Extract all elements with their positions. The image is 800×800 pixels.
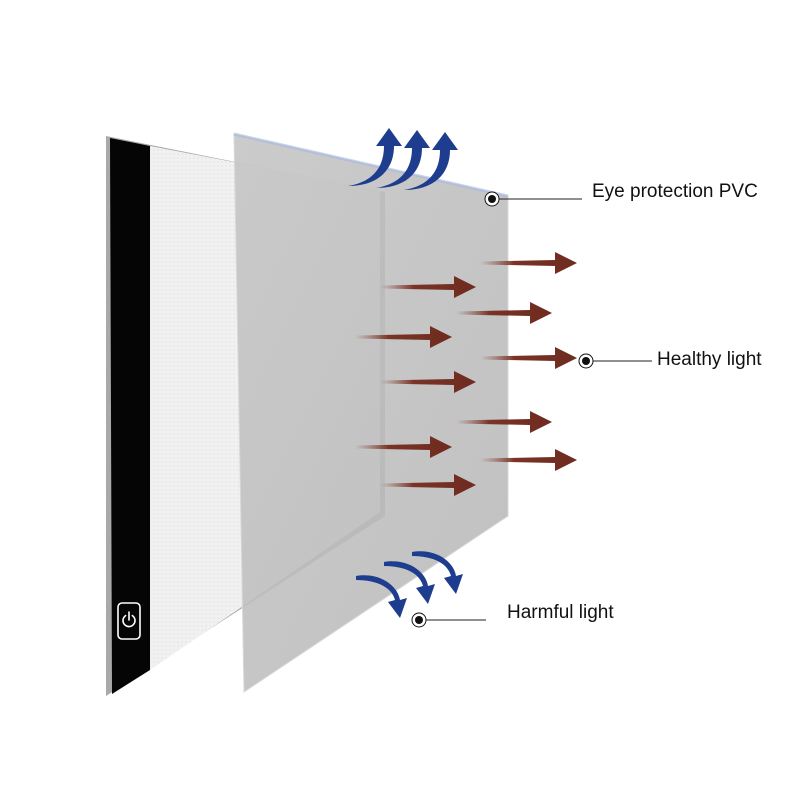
healthy-arrow xyxy=(380,474,476,496)
harmful-arrow xyxy=(348,128,402,186)
callout-pvc xyxy=(484,191,582,207)
label-healthy-light: Healthy light xyxy=(657,349,762,370)
harmful-light-arrows-bottom xyxy=(356,551,463,618)
callout-healthy xyxy=(578,353,652,369)
harmful-arrow xyxy=(384,561,435,604)
healthy-arrow xyxy=(480,347,577,369)
label-harmful-light: Harmful light xyxy=(507,602,614,623)
power-icon xyxy=(122,611,136,628)
healthy-arrow xyxy=(480,252,577,274)
harmful-arrow xyxy=(356,575,407,618)
harmful-light-arrows-top xyxy=(348,128,458,190)
callout-harmful xyxy=(411,612,486,628)
healthy-arrow xyxy=(456,411,552,433)
healthy-arrow xyxy=(456,302,552,324)
harmful-arrow xyxy=(404,132,458,190)
power-button[interactable] xyxy=(117,602,141,640)
healthy-arrow xyxy=(355,326,452,348)
label-eye-protection-pvc: Eye protection PVC xyxy=(592,181,758,202)
healthy-arrow xyxy=(380,276,476,298)
healthy-arrow xyxy=(355,436,452,458)
harmful-arrow xyxy=(412,551,463,594)
harmful-arrow xyxy=(376,130,430,188)
tablet-bezel xyxy=(110,138,150,694)
healthy-light-arrows xyxy=(355,252,577,496)
healthy-arrow xyxy=(480,449,577,471)
healthy-arrow xyxy=(380,371,476,393)
pvc-sheet xyxy=(233,132,509,693)
